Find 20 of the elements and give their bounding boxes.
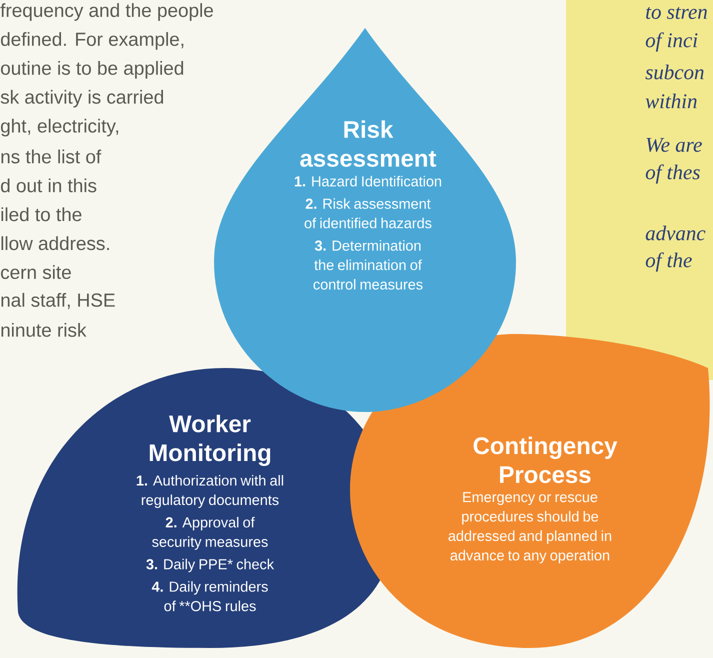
paragraph-text: ns the list of [1, 150, 102, 164]
note-text: subcon [645, 64, 704, 80]
paragraph-text: frequency and the people [0, 3, 213, 21]
paragraph-text: cern site [1, 265, 71, 280]
note-text: of thes [646, 164, 700, 184]
note-text: of the [646, 252, 692, 272]
note-text: within [646, 94, 697, 108]
paragraph-text: defined. For example, [1, 32, 184, 50]
paragraph-text: outine is to be applied [1, 60, 184, 79]
paragraph-text: d out in this [1, 178, 96, 192]
paragraph-text: ninute risk [1, 322, 86, 337]
paragraph-text: sk activity is carried [0, 90, 164, 108]
paragraph-text: nal staff, HSE [1, 292, 115, 310]
paragraph-text: llow address. [2, 236, 109, 250]
note-text: We are [646, 138, 702, 152]
note-text: of inci [646, 32, 698, 52]
note-text: to stren [646, 7, 707, 19]
paragraph-text: ght, electricity, [1, 118, 118, 136]
note-text: advanc [646, 226, 706, 240]
paragraph-text: iled to the [1, 207, 82, 222]
